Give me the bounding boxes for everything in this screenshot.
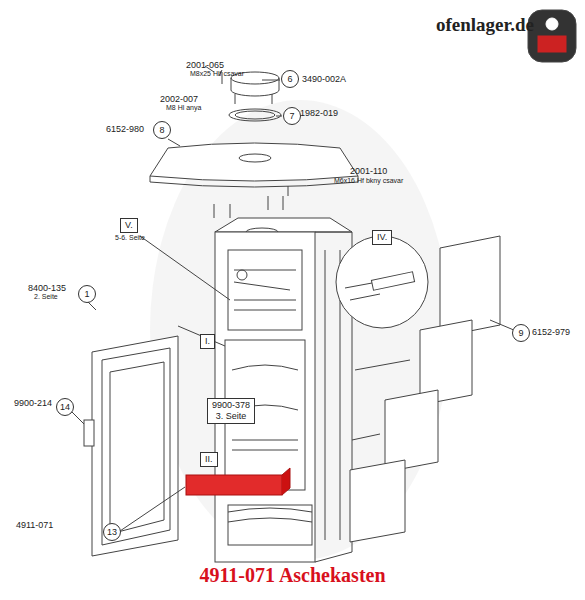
callout-number: 14 (56, 398, 74, 416)
section-note: 5-6. Seite (115, 234, 145, 242)
callout-number: 9 (512, 324, 530, 342)
part-number: 4911-071 (16, 520, 53, 530)
part-number: 6152-980 (106, 124, 144, 134)
part-note: M8x25 Hlf csavar (190, 70, 244, 78)
part-number: 2002-007 (160, 94, 198, 104)
part-note: M8 Hl anya (166, 104, 201, 112)
section-box: II. (200, 452, 218, 467)
part-number: 8400-135 (28, 283, 66, 293)
part-number: 9900-214 (14, 398, 52, 408)
part-note: 2. Seite (34, 293, 58, 301)
part-note: M6x16 Hf bkny csavar (334, 177, 403, 185)
section-label: 9900-378 (212, 400, 250, 411)
callout-number: 7 (283, 107, 301, 125)
part-number: 3490-002A (302, 74, 346, 84)
part-number: 2001-110 (350, 166, 387, 176)
logo-text: ofenlager.de (436, 14, 534, 36)
part-number: 6152-979 (532, 327, 570, 337)
part-number: 1982-019 (300, 108, 338, 118)
section-label: I. (205, 336, 210, 347)
section-box: V.5-6. Seite (120, 218, 138, 233)
section-box: IV. (372, 230, 392, 245)
callout-number: 1 (78, 285, 96, 303)
section-label: IV. (377, 232, 387, 243)
callout-number: 13 (103, 523, 121, 541)
section-note: 3. Seite (212, 411, 250, 422)
part-number: 2001-065 (186, 60, 224, 70)
caption: 4911-071 Aschekasten (0, 563, 585, 587)
callout-number: 8 (153, 121, 171, 139)
ash-box (186, 475, 282, 495)
callout-number: 6 (281, 70, 299, 88)
section-label: II. (205, 454, 213, 465)
section-box: 9900-3783. Seite (207, 398, 255, 424)
section-label: V. (125, 220, 133, 231)
section-box: I. (200, 334, 215, 349)
